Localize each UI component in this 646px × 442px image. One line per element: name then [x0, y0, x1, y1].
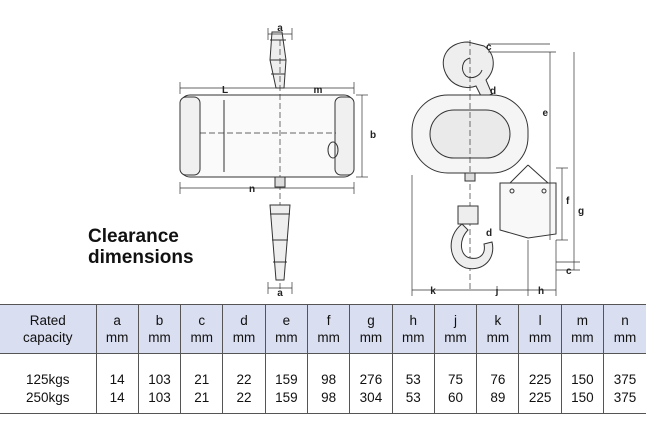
value-cell: 375	[603, 371, 646, 389]
value-cell: 22	[222, 371, 266, 389]
dim-label-a-bottom: a	[277, 288, 283, 299]
dim-label-d-bottom: d	[486, 228, 492, 239]
capacity-cell: 125kgs	[25, 372, 70, 387]
value-cell: 21	[180, 371, 223, 389]
value-cell: 98	[306, 389, 350, 414]
table-row: 250kgs 14 103 21 22 159 98 304 53 60 89 …	[0, 389, 646, 414]
value-cell: 14	[95, 389, 139, 414]
value-cell: 14	[95, 371, 139, 389]
hoist-dimension-drawing: a L m b n a c d e f g d c k j h	[179, 23, 584, 299]
value-cell: 225	[518, 389, 562, 414]
value-cell: 304	[349, 389, 393, 414]
value-cell: 98	[306, 371, 350, 389]
bottom-hook-shank	[269, 204, 291, 281]
dim-label-c-bottom: c	[566, 266, 572, 277]
dim-label-k: k	[430, 286, 436, 297]
dim-label-f: f	[566, 196, 570, 207]
dim-label-b: b	[370, 130, 376, 141]
value-cell: 60	[433, 389, 477, 414]
value-cell: 22	[222, 389, 266, 414]
table-spacer-row	[0, 353, 646, 371]
value-cell: 225	[518, 371, 562, 389]
chain-bag	[499, 182, 557, 239]
value-cell: 103	[137, 371, 181, 389]
value-cell: 53	[391, 389, 435, 414]
value-cell: 89	[476, 389, 519, 414]
dim-label-a-top: a	[277, 23, 283, 34]
dim-label-d-top: d	[490, 86, 496, 97]
dim-label-g: g	[578, 206, 584, 217]
table-row: 125kgs 14 103 21 22 159 98 276 53 75 76 …	[0, 371, 646, 389]
capacity-cell: 250kgs	[0, 389, 97, 414]
value-cell: 375	[603, 389, 646, 414]
top-hook-end	[442, 41, 494, 99]
value-cell: 53	[391, 371, 435, 389]
title-line-2: dimensions	[88, 247, 194, 268]
value-cell: 276	[349, 371, 393, 389]
dim-label-m: m	[314, 85, 323, 96]
value-cell: 75	[433, 371, 477, 389]
value-cell: 76	[476, 371, 519, 389]
value-cell: 150	[560, 389, 604, 414]
dim-label-h: h	[538, 286, 544, 297]
hoist-body-side	[179, 94, 355, 178]
dimension-letters: a L m b n a c d e f g d c k j h	[222, 23, 584, 299]
bottom-hook-end	[450, 223, 494, 270]
dim-label-c-top: c	[486, 42, 492, 53]
value-cell: 150	[560, 371, 604, 389]
value-cell: 159	[264, 389, 308, 414]
value-cell: 159	[264, 371, 308, 389]
dim-label-e: e	[542, 108, 548, 119]
dim-label-n: n	[249, 184, 255, 195]
dim-label-L: L	[222, 85, 228, 96]
dim-label-j: j	[495, 286, 499, 297]
value-cell: 21	[180, 389, 223, 414]
clearance-dimensions-title: Clearance dimensions	[88, 226, 194, 268]
value-cell: 103	[137, 389, 181, 414]
title-line-1: Clearance	[88, 226, 179, 247]
